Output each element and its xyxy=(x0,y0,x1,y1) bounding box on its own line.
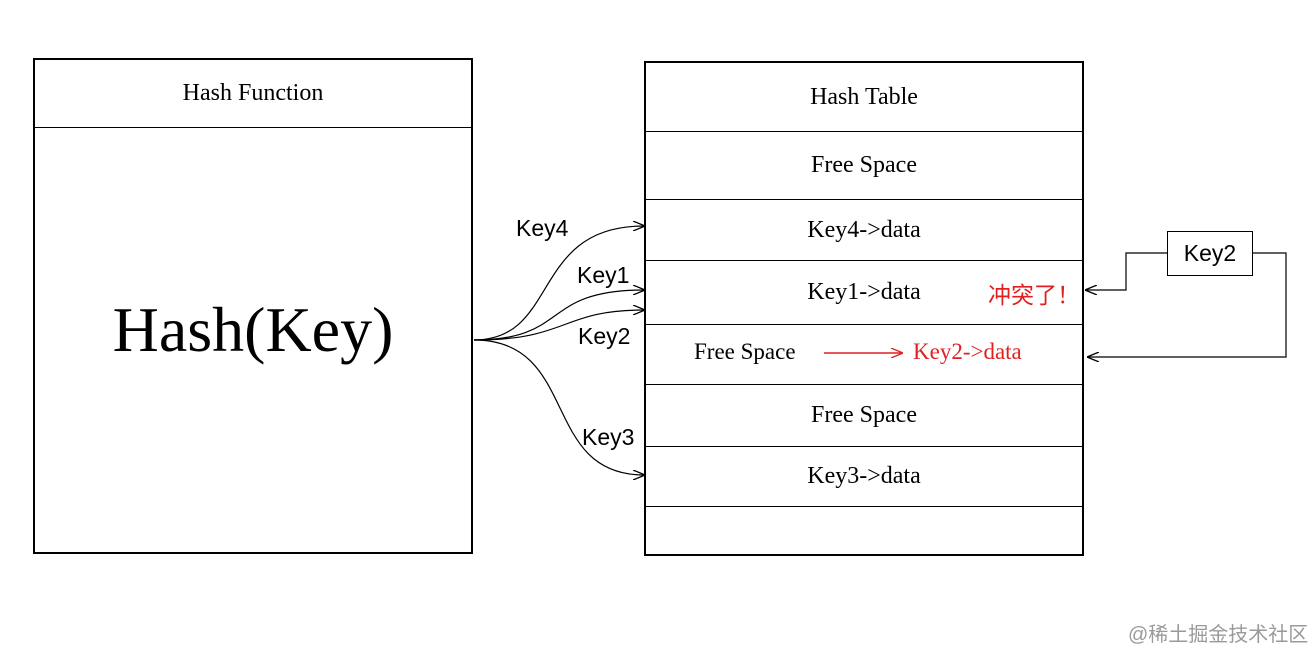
hash-table-box: Hash Table Free Space Key4->data Key1->d… xyxy=(644,61,1084,556)
arrow-to-key4 xyxy=(473,226,644,341)
table-row-free-space-3: Free Space xyxy=(646,385,1082,447)
table-row-collision-slot xyxy=(646,325,1082,385)
table-row-key1: Key1->data xyxy=(646,261,1082,325)
incoming-key2-box: Key2 xyxy=(1167,231,1253,276)
arrow-to-key1 xyxy=(473,290,644,341)
relocated-key2-entry: Key2->data xyxy=(913,339,1022,364)
arrow-label-key2: Key2 xyxy=(578,323,631,349)
free-space-label: Free Space xyxy=(694,339,796,364)
collision-label: 冲突了！ xyxy=(988,283,1080,308)
arrow-to-key2 xyxy=(473,310,644,341)
arrow-label-key1: Key1 xyxy=(577,262,630,288)
hash-expression: Hash(Key) xyxy=(112,294,394,365)
table-row-key4: Key4->data xyxy=(646,200,1082,261)
key2-to-collision-arrow xyxy=(1086,252,1167,290)
hash-function-title: Hash Function xyxy=(35,60,471,128)
incoming-key2-label: Key2 xyxy=(1183,240,1237,266)
key2-to-relocated-arrow xyxy=(1088,252,1287,357)
arrow-label-key3: Key3 xyxy=(582,424,635,450)
hash-function-box: Hash Function Hash(Key) xyxy=(33,58,473,554)
arrow-to-key3 xyxy=(473,339,644,475)
table-row-free-space-1: Free Space xyxy=(646,132,1082,200)
hash-table-title: Hash Table xyxy=(646,63,1082,132)
table-row-key3: Key3->data xyxy=(646,447,1082,507)
arrow-label-key4: Key4 xyxy=(516,215,569,241)
watermark: @稀土掘金技术社区 xyxy=(1128,624,1308,646)
